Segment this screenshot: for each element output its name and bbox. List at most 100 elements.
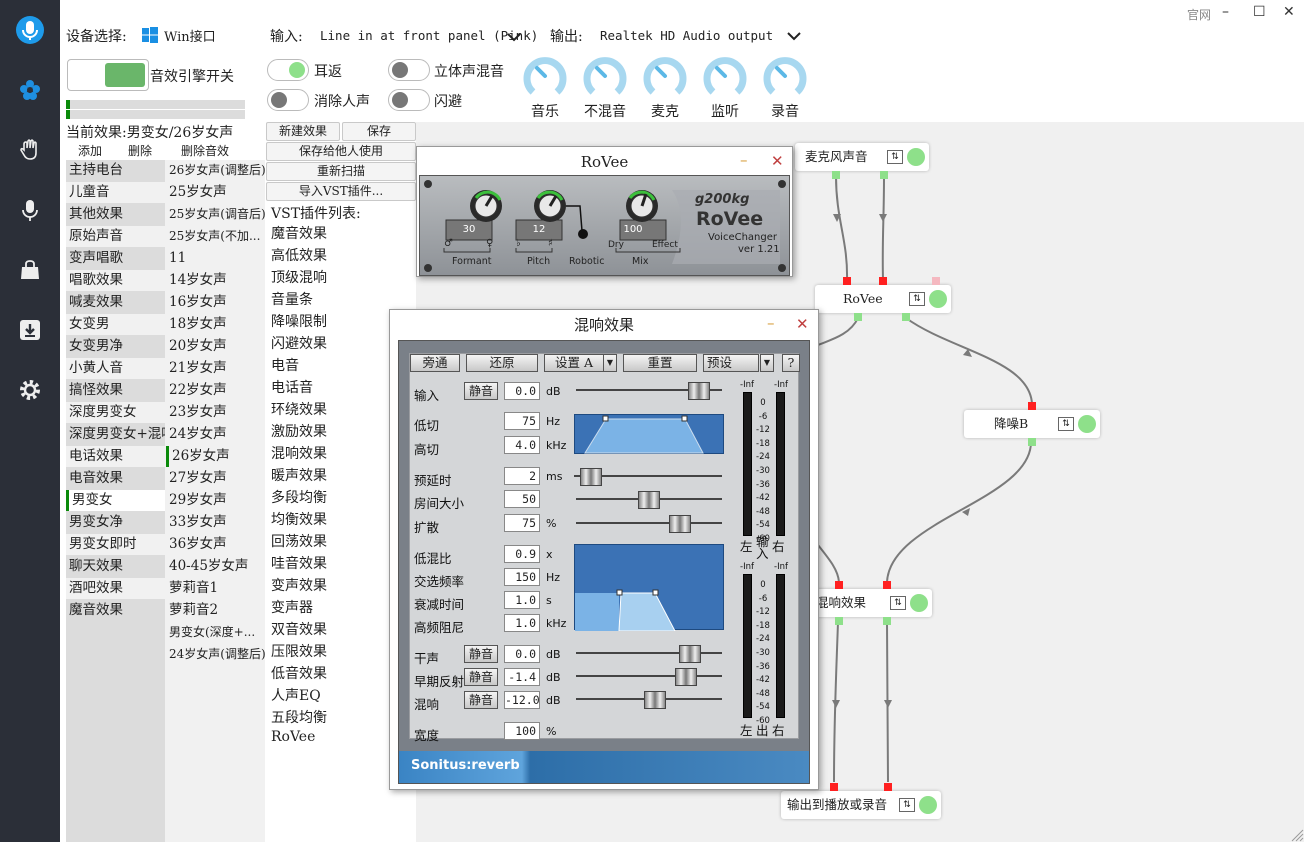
node-denoise-status[interactable]: [1078, 415, 1096, 433]
setting-dropdown-icon[interactable]: ▼: [603, 354, 617, 372]
vst-plugin-item[interactable]: RoVee: [271, 729, 316, 745]
preset-button[interactable]: 预设: [703, 354, 759, 372]
vst-plugin-item[interactable]: 降噪限制: [271, 314, 327, 330]
early-mute-button[interactable]: 静音: [464, 668, 498, 686]
category-item[interactable]: 变声唱歌: [66, 248, 165, 269]
category-item[interactable]: 魔音效果: [66, 600, 165, 621]
close-button[interactable]: ✕: [1283, 4, 1295, 20]
save-button[interactable]: 保存: [342, 122, 416, 141]
chevron-down-icon[interactable]: [507, 30, 521, 46]
vst-plugin-item[interactable]: 五段均衡: [271, 710, 327, 726]
monitor-toggle[interactable]: [267, 59, 309, 81]
port-in[interactable]: [830, 783, 838, 791]
vst-plugin-item[interactable]: 哇音效果: [271, 556, 327, 572]
preset-item[interactable]: 25岁女声: [166, 182, 265, 203]
dry-slider[interactable]: [576, 645, 722, 663]
node-output-status[interactable]: [919, 796, 937, 814]
config-icon[interactable]: ⇅: [909, 292, 925, 306]
preset-item[interactable]: 24岁女声(调整后): [166, 644, 265, 665]
vst-plugin-item[interactable]: 人声EQ: [271, 688, 321, 704]
preset-item[interactable]: 26岁女声: [166, 446, 265, 467]
input-gain-value[interactable]: 0.0: [504, 382, 540, 400]
category-item[interactable]: 电音效果: [66, 468, 165, 489]
port-in[interactable]: [883, 581, 891, 589]
node-rovee[interactable]: RoVee ⇅: [815, 285, 951, 313]
minimize-button[interactable]: –: [740, 151, 748, 169]
download-icon[interactable]: [0, 312, 60, 348]
node-rovee-status[interactable]: [929, 290, 947, 308]
lowcut-value[interactable]: 75: [504, 412, 540, 430]
category-item[interactable]: 男变女即时: [66, 534, 165, 555]
device-value[interactable]: Win接口: [164, 30, 216, 45]
hand-icon[interactable]: [0, 132, 60, 168]
preset-item[interactable]: 萝莉音2: [166, 600, 265, 621]
vst-plugin-item[interactable]: 音量条: [271, 292, 313, 308]
duck-toggle[interactable]: [388, 89, 430, 111]
delete-sfx-button[interactable]: 删除音效: [181, 144, 230, 158]
official-site-link[interactable]: 官网: [1187, 8, 1212, 22]
vst-plugin-item[interactable]: 激励效果: [271, 424, 327, 440]
engine-switch[interactable]: [67, 59, 149, 91]
preset-item[interactable]: 11: [166, 248, 265, 269]
resize-grip-icon[interactable]: [1290, 828, 1304, 842]
xover-value[interactable]: 150: [504, 568, 540, 586]
port-in[interactable]: [1028, 402, 1036, 410]
pitch-value[interactable]: 12: [532, 224, 546, 235]
vst-plugin-item[interactable]: 均衡效果: [271, 512, 327, 528]
category-item[interactable]: 电话效果: [66, 446, 165, 467]
preset-item[interactable]: 36岁女声: [166, 534, 265, 555]
microphone-icon[interactable]: [0, 192, 60, 228]
preset-item[interactable]: 18岁女声: [166, 314, 265, 335]
port-in[interactable]: [932, 277, 940, 285]
category-item[interactable]: 聊天效果: [66, 556, 165, 577]
bypass-button[interactable]: 旁通: [410, 354, 460, 372]
category-item[interactable]: 男变女净: [66, 512, 165, 533]
preset-item[interactable]: 14岁女声: [166, 270, 265, 291]
port-out[interactable]: [1028, 438, 1036, 446]
preset-item[interactable]: 29岁女声: [166, 490, 265, 511]
lowmix-value[interactable]: 0.9: [504, 545, 540, 563]
preset-item[interactable]: 33岁女声: [166, 512, 265, 533]
config-icon[interactable]: ⇅: [890, 596, 906, 610]
node-denoise[interactable]: 降噪B ⇅: [964, 410, 1100, 438]
preset-item[interactable]: 40-45岁女声: [166, 556, 265, 577]
formant-value[interactable]: 30: [462, 224, 476, 235]
vst-plugin-item[interactable]: 顶级混响: [271, 270, 327, 286]
config-icon[interactable]: ⇅: [899, 798, 915, 812]
preset-item[interactable]: 24岁女声: [166, 424, 265, 445]
port-in[interactable]: [884, 783, 892, 791]
category-item[interactable]: 其他效果: [66, 204, 165, 225]
preset-item[interactable]: 25岁女声(调音后): [166, 204, 265, 225]
width-value[interactable]: 100: [504, 722, 540, 740]
reset-button[interactable]: 重置: [623, 354, 697, 372]
reverb-window[interactable]: 混响效果 – ✕ 旁通 还原 设置 A ▼ 重置 预设 ▼ ? 输入 静音 0.…: [389, 309, 819, 790]
port-out[interactable]: [883, 617, 891, 625]
vst-plugin-item[interactable]: 环绕效果: [271, 402, 327, 418]
vst-plugin-item[interactable]: 低音效果: [271, 666, 327, 682]
preset-item[interactable]: 26岁女声(调整后): [166, 160, 265, 181]
effects-icon[interactable]: [0, 72, 60, 108]
category-item[interactable]: 酒吧效果: [66, 578, 165, 599]
rescan-button[interactable]: 重新扫描: [266, 162, 416, 181]
setting-button[interactable]: 设置 A: [544, 354, 604, 372]
port-in[interactable]: [835, 581, 843, 589]
diffuse-value[interactable]: 75: [504, 514, 540, 532]
mic-logo-icon[interactable]: [0, 12, 60, 48]
input-select[interactable]: Line in at front panel (Pink): [320, 28, 539, 43]
port-out[interactable]: [832, 171, 840, 179]
vocal-remove-toggle[interactable]: [267, 89, 309, 111]
port-out[interactable]: [880, 171, 888, 179]
config-icon[interactable]: ⇅: [887, 150, 903, 164]
reverb-mute-button[interactable]: 静音: [464, 691, 498, 709]
preset-item[interactable]: 男变女(深度+...: [166, 622, 265, 643]
output-select[interactable]: Realtek HD Audio output: [600, 28, 774, 43]
volume-knob[interactable]: [701, 54, 749, 102]
hfdamp-value[interactable]: 1.0: [504, 614, 540, 632]
diffuse-slider[interactable]: [576, 515, 722, 533]
roomsize-slider[interactable]: [576, 491, 722, 509]
node-reverb[interactable]: 混响效果 ⇅: [808, 589, 932, 617]
save-share-button[interactable]: 保存给他人使用: [266, 142, 416, 161]
close-button[interactable]: ✕: [771, 152, 784, 170]
preset-dropdown-icon[interactable]: ▼: [760, 354, 774, 372]
vst-plugin-item[interactable]: 变声效果: [271, 578, 327, 594]
